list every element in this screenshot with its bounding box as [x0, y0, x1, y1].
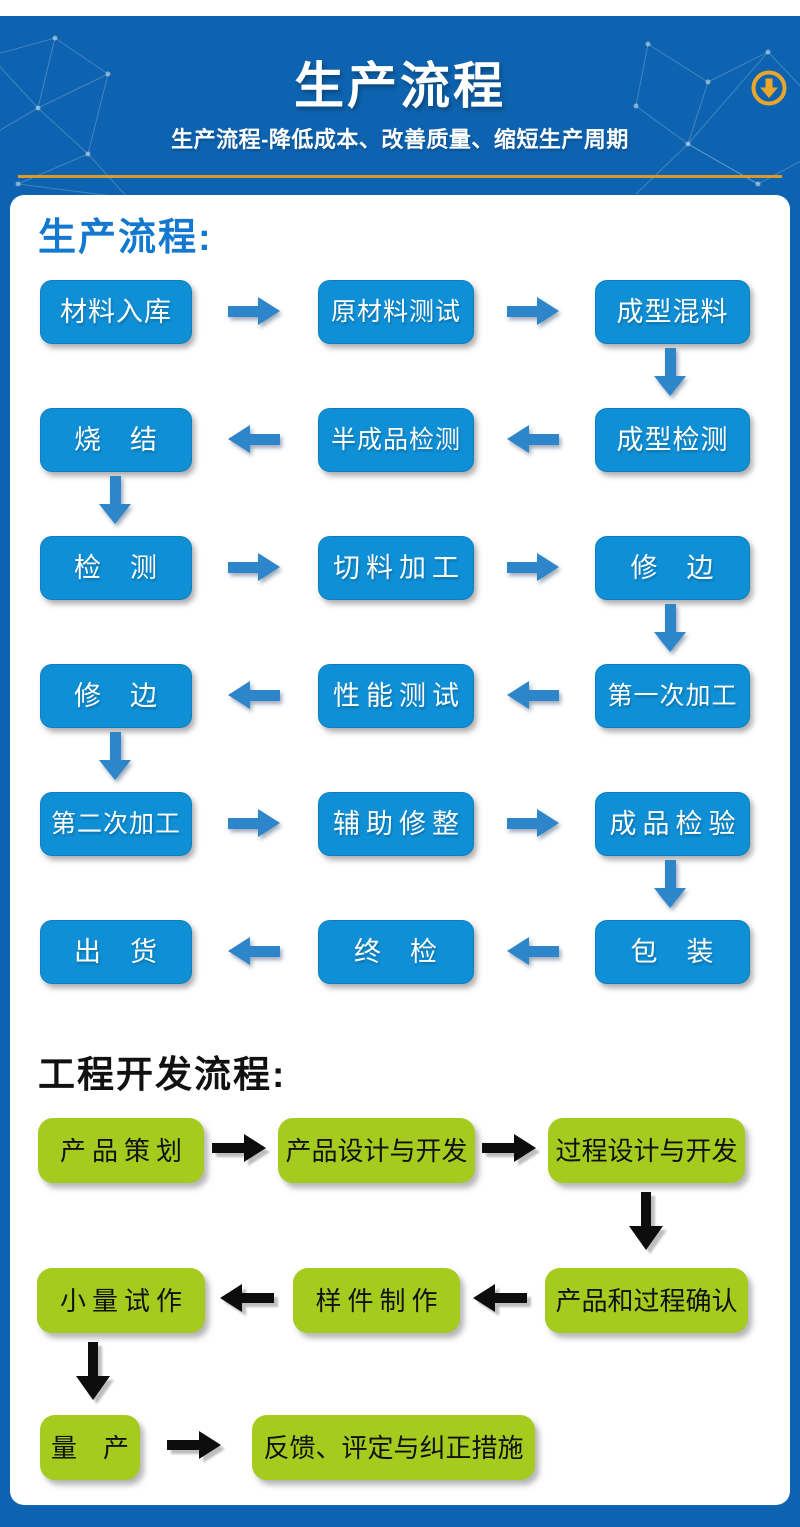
- page-title: 生产流程: [294, 58, 506, 114]
- arrow-down-icon: [99, 476, 131, 524]
- step-product-planning: 产品策划: [38, 1118, 204, 1183]
- arrow-down-icon: [654, 860, 686, 908]
- step-first-processing: 第一次加工: [595, 664, 750, 728]
- arrow-right-icon: [507, 297, 559, 325]
- step-molding-inspection: 成型检测: [595, 408, 750, 472]
- arrow-left-icon: [507, 937, 559, 965]
- production-flow-heading: 生产流程:: [38, 217, 213, 259]
- step-mass-production: 量 产: [40, 1415, 140, 1480]
- arrow-right-icon: [228, 809, 280, 837]
- arrow-right-icon: [482, 1134, 536, 1162]
- arrow-right-icon: [507, 809, 559, 837]
- step-molding-mix: 成型混料: [595, 280, 750, 344]
- arrow-left-icon: [228, 681, 280, 709]
- step-feedback-corrective-actions: 反馈、评定与纠正措施: [252, 1415, 535, 1480]
- step-raw-material-test: 原材料测试: [318, 280, 474, 344]
- arrow-right-icon: [167, 1431, 221, 1459]
- step-inspection: 检 测: [40, 536, 192, 600]
- circle-down-arrow-icon[interactable]: [750, 69, 788, 107]
- step-sintering: 烧 结: [40, 408, 192, 472]
- step-semi-product-inspection: 半成品检测: [318, 408, 474, 472]
- step-auxiliary-trim: 辅助修整: [318, 792, 474, 856]
- arrow-down-icon: [654, 348, 686, 396]
- arrow-left-icon: [507, 681, 559, 709]
- arrow-down-icon: [76, 1342, 110, 1400]
- arrow-left-icon: [507, 425, 559, 453]
- step-edge-trim-2: 修 边: [40, 664, 192, 728]
- step-second-processing: 第二次加工: [40, 792, 192, 856]
- step-final-inspection: 终 检: [318, 920, 474, 984]
- arrow-down-icon: [629, 1192, 663, 1250]
- step-shipment: 出 货: [40, 920, 192, 984]
- step-edge-trim-1: 修 边: [595, 536, 750, 600]
- arrow-right-icon: [228, 553, 280, 581]
- engineering-flow-heading: 工程开发流程:: [38, 1054, 287, 1095]
- network-pattern-decoration: [0, 35, 800, 199]
- step-cutting-process: 切料加工: [318, 536, 474, 600]
- arrow-right-icon: [228, 297, 280, 325]
- step-product-process-confirmation: 产品和过程确认: [545, 1268, 748, 1333]
- arrow-left-icon: [473, 1284, 527, 1312]
- gold-divider: [18, 175, 782, 178]
- step-performance-test: 性能测试: [318, 664, 474, 728]
- page-subtitle: 生产流程-降低成本、改善质量、缩短生产周期: [171, 127, 629, 152]
- step-packaging: 包 装: [595, 920, 750, 984]
- step-product-design-development: 产品设计与开发: [278, 1118, 475, 1183]
- step-small-batch-trial: 小量试作: [37, 1268, 205, 1333]
- arrow-right-icon: [212, 1134, 266, 1162]
- arrow-left-icon: [228, 425, 280, 453]
- step-sample-production: 样件制作: [293, 1268, 460, 1333]
- step-finished-inspection: 成品检验: [595, 792, 750, 856]
- arrow-down-icon: [654, 604, 686, 652]
- step-process-design-development: 过程设计与开发: [548, 1118, 745, 1183]
- arrow-left-icon: [228, 937, 280, 965]
- arrow-down-icon: [99, 732, 131, 780]
- step-material-inbound: 材料入库: [40, 280, 192, 344]
- arrow-right-icon: [507, 553, 559, 581]
- arrow-left-icon: [220, 1284, 274, 1312]
